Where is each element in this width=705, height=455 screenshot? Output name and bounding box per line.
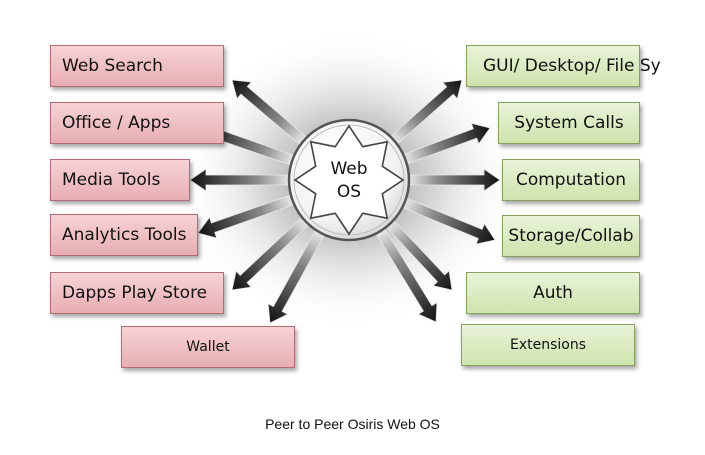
box-gui-desktop: GUI/ Desktop/ File Sy bbox=[466, 45, 661, 87]
box-label: Auth bbox=[533, 283, 573, 303]
arrow-storage-collab bbox=[398, 196, 496, 245]
box-label: Storage/Collab bbox=[508, 226, 634, 246]
box-label: Media Tools bbox=[62, 170, 161, 190]
arrow-analytics-tools bbox=[197, 193, 299, 239]
arrow-system-calls bbox=[399, 122, 491, 166]
box-media-tools: Media Tools bbox=[50, 159, 190, 201]
arrow-group bbox=[189, 79, 501, 324]
arrow-dapps-play-store bbox=[231, 214, 313, 291]
box-office-apps: Office / Apps bbox=[50, 102, 224, 144]
box-storage-collab: Storage/Collab bbox=[502, 215, 640, 257]
center-label-line2: OS bbox=[336, 182, 362, 202]
box-analytics-tools: Analytics Tools bbox=[50, 214, 198, 256]
box-label: Computation bbox=[515, 170, 627, 190]
box-label: Wallet bbox=[186, 339, 230, 355]
arrow-auth bbox=[383, 216, 453, 291]
box-wallet: Wallet bbox=[121, 326, 295, 368]
center-label: Web OS bbox=[300, 153, 398, 209]
arrow-gui-desktop bbox=[387, 79, 463, 148]
box-label: Extensions bbox=[509, 337, 587, 353]
center-label-line1: Web bbox=[330, 159, 368, 179]
box-computation: Computation bbox=[502, 159, 640, 201]
box-auth: Auth bbox=[466, 272, 640, 314]
center-star bbox=[293, 124, 405, 236]
box-label: Office / Apps bbox=[62, 113, 171, 133]
box-label: GUI/ Desktop/ File Sy bbox=[483, 56, 661, 76]
box-system-calls: System Calls bbox=[498, 102, 640, 144]
arrow-wallet bbox=[267, 226, 327, 324]
box-extensions: Extensions bbox=[461, 324, 635, 366]
diagram-caption: Peer to Peer Osiris Web OS bbox=[265, 416, 440, 432]
arrow-media-tools bbox=[189, 168, 294, 192]
box-label: Dapps Play Store bbox=[62, 283, 208, 303]
arrow-web-search bbox=[231, 79, 311, 148]
box-label: Analytics Tools bbox=[62, 225, 187, 245]
arrow-extensions bbox=[373, 224, 438, 323]
box-label: System Calls bbox=[514, 113, 624, 133]
box-web-search: Web Search bbox=[50, 45, 224, 87]
box-dapps-play-store: Dapps Play Store bbox=[50, 272, 224, 314]
box-label: Web Search bbox=[62, 56, 163, 76]
arrow-computation bbox=[404, 168, 501, 192]
